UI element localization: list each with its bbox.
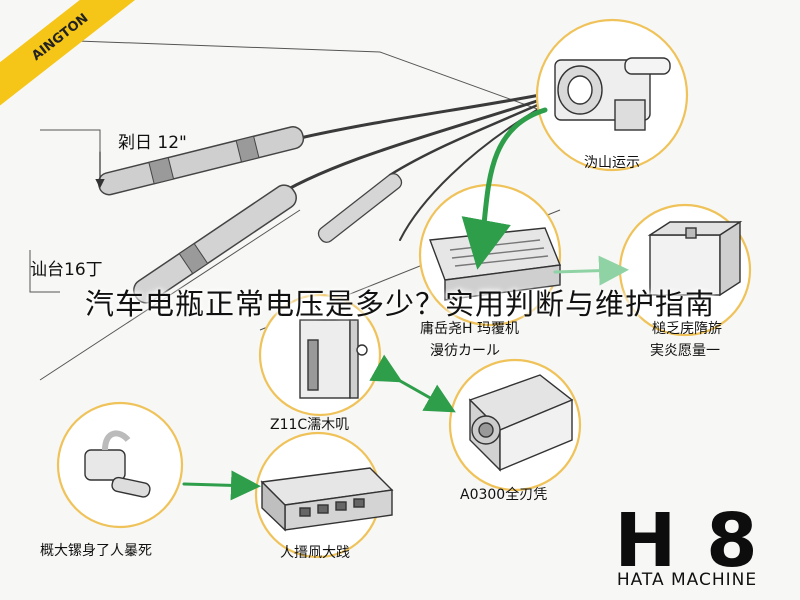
brand-logo: H 8: [614, 498, 760, 584]
label-center-device-1: 庸岳尧H 玛覆机: [420, 321, 519, 337]
label-probe-top: 刴日 12": [118, 133, 187, 153]
label-pipe-part: 概大镙身了人曓死: [40, 543, 152, 559]
connector-hub-art: [554, 57, 671, 131]
label-panel-unit: 人搢凧大践: [280, 545, 350, 561]
label-probe-bottom: 讪台16丁: [30, 260, 103, 280]
pump-unit-art: [299, 319, 368, 399]
right-box-art: [647, 220, 743, 297]
label-fan-unit: A0300全刃凭: [460, 487, 548, 503]
panel-unit-art: [260, 467, 394, 532]
label-right-box-1: 槌乏庑隋旂: [652, 321, 722, 337]
label-connector-hub: 沩山运示: [584, 155, 640, 171]
label-center-device-2: 漫彷カール: [430, 343, 500, 359]
brand-name: HATA MACHINE: [616, 570, 758, 590]
pipe-part-art: [84, 430, 151, 498]
label-right-box-2: 実炎愿量一: [650, 343, 720, 359]
flow-arrows: [95, 107, 629, 501]
label-pump-unit: Z11C濡木叽: [270, 417, 350, 433]
probe-bottom: [133, 184, 297, 304]
probe-small: [317, 173, 403, 243]
fan-unit-art: [468, 374, 574, 472]
page-title: 汽车电瓶正常电压是多少？实用判断与维护指南: [84, 287, 715, 321]
